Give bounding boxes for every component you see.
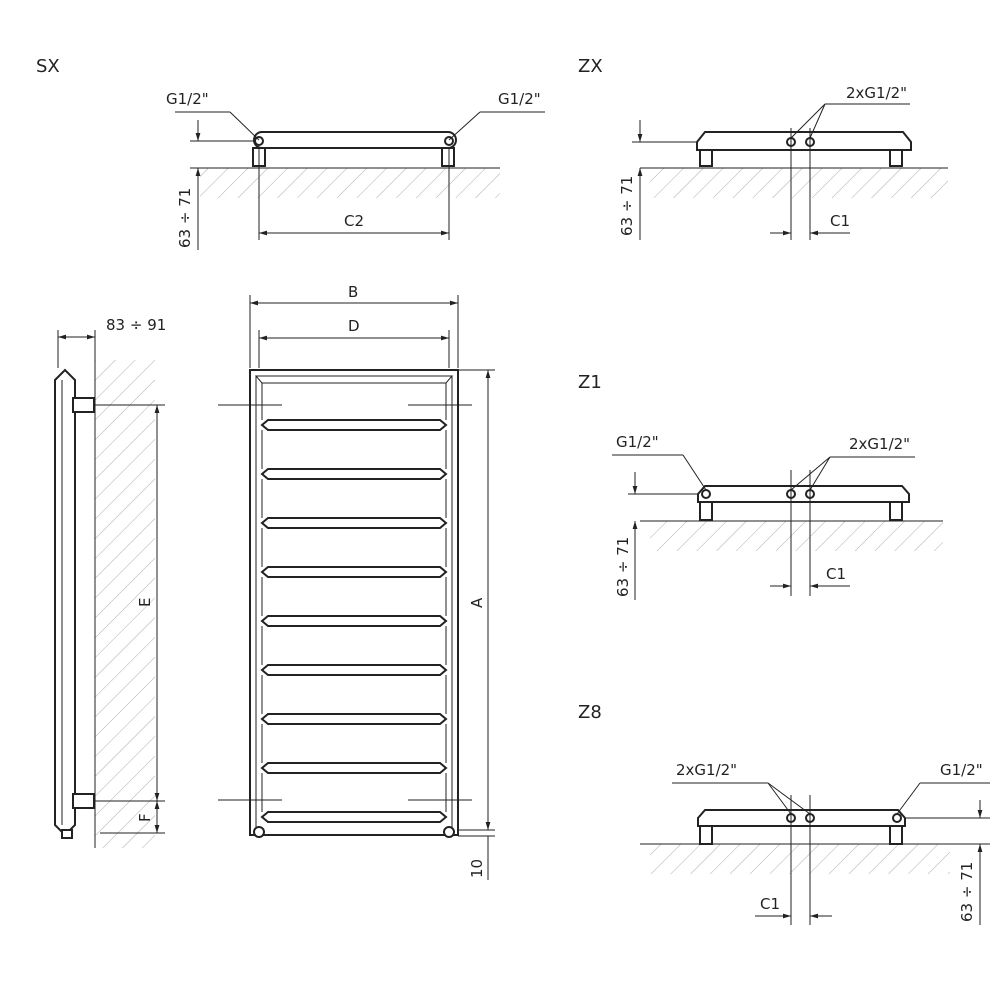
zx-title: ZX	[578, 56, 603, 77]
z8-height-dim: 63 ÷ 71	[958, 862, 976, 922]
zx-connection: 2xG1/2"	[846, 84, 907, 102]
d-dim: D	[348, 317, 360, 335]
rung	[260, 664, 448, 676]
rung	[260, 419, 448, 431]
z8-side-connection: G1/2"	[940, 761, 983, 779]
z1-side-connection: G1/2"	[616, 433, 659, 451]
sx-left-connection: G1/2"	[166, 90, 209, 108]
sx-title: SX	[36, 56, 60, 77]
rung	[260, 713, 448, 725]
zx-height-dim: 63 ÷ 71	[618, 176, 636, 236]
z1-title: Z1	[578, 372, 602, 393]
a-dim: A	[468, 597, 486, 608]
z8-c1-dim: C1	[760, 895, 780, 913]
rungs	[260, 419, 448, 823]
f-dim: F	[136, 813, 154, 822]
depth-dim: 83 ÷ 91	[106, 316, 166, 334]
z1-view: Z1 G1/2" 2xG1/2" 63 ÷ 71 C1	[578, 372, 943, 600]
z8-title: Z8	[578, 702, 602, 723]
sx-right-connection: G1/2"	[498, 90, 541, 108]
z1-c1-dim: C1	[826, 565, 846, 583]
front-view: B D A 10	[218, 283, 495, 880]
rung	[260, 615, 448, 627]
b-dim: B	[348, 283, 358, 301]
bottom-dim: 10	[468, 859, 486, 878]
e-dim: E	[136, 598, 154, 607]
zx-view: ZX 2xG1/2" 63 ÷ 71 C1	[578, 56, 948, 240]
radiator-top	[253, 131, 457, 149]
rung	[260, 566, 448, 578]
z1-height-dim: 63 ÷ 71	[614, 537, 632, 597]
z1-connection: 2xG1/2"	[849, 435, 910, 453]
connection-icon	[254, 136, 264, 146]
sx-view: SX G1/2" G1/2" 63 ÷ 71 C2	[36, 56, 545, 250]
wall-hatch	[200, 168, 500, 198]
rung	[260, 762, 448, 774]
zx-c1-dim: C1	[830, 212, 850, 230]
side-view: 83 ÷ 91 E F	[54, 316, 166, 848]
sx-height-dim: 63 ÷ 71	[176, 188, 194, 248]
rung	[260, 517, 448, 529]
radiator-frame	[249, 369, 459, 836]
sx-c2-dim: C2	[344, 212, 364, 230]
z8-connection: 2xG1/2"	[676, 761, 737, 779]
radiator-side	[54, 368, 76, 837]
connection-icon	[444, 136, 454, 146]
z8-view: Z8 2xG1/2" G1/2" 63 ÷ 71 C1	[578, 702, 990, 925]
rung	[260, 468, 448, 480]
rung	[260, 811, 448, 823]
